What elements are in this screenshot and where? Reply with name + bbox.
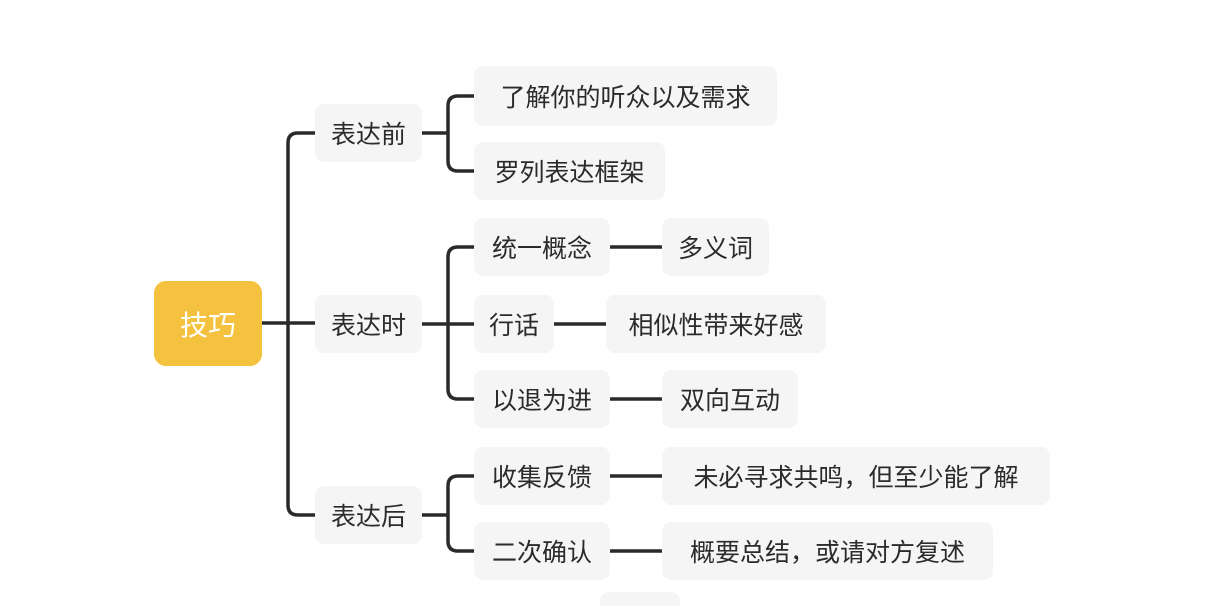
topic-node[interactable]: 行话 bbox=[474, 295, 554, 353]
branch-node-before[interactable]: 表达前 bbox=[315, 104, 422, 162]
detail-node[interactable]: 双向互动 bbox=[662, 370, 798, 428]
topic-node[interactable]: 二次确认 bbox=[474, 522, 610, 580]
topic-node[interactable]: 罗列表达框架 bbox=[474, 142, 665, 200]
topic-node[interactable]: 收集反馈 bbox=[474, 447, 610, 505]
topic-node[interactable]: 统一概念 bbox=[474, 218, 610, 276]
detail-node[interactable]: 相似性带来好感 bbox=[606, 295, 826, 353]
root-connector bbox=[260, 131, 317, 517]
detail-node[interactable]: 未必寻求共鸣，但至少能了解 bbox=[662, 447, 1050, 505]
root-node[interactable]: 技巧 bbox=[154, 281, 262, 366]
detail-node[interactable]: 概要总结，或请对方复述 bbox=[662, 522, 993, 580]
branch-1-connector bbox=[420, 94, 476, 173]
branch-node-after[interactable]: 表达后 bbox=[315, 486, 422, 544]
branch-node-during[interactable]: 表达时 bbox=[315, 295, 422, 353]
detail-node[interactable]: 多义词 bbox=[662, 218, 769, 276]
partial-node[interactable] bbox=[600, 592, 680, 606]
topic-node[interactable]: 了解你的听众以及需求 bbox=[474, 66, 777, 126]
branch-3-connector bbox=[420, 474, 476, 553]
topic-node[interactable]: 以退为进 bbox=[474, 370, 610, 428]
branch-2-connector bbox=[420, 245, 476, 401]
